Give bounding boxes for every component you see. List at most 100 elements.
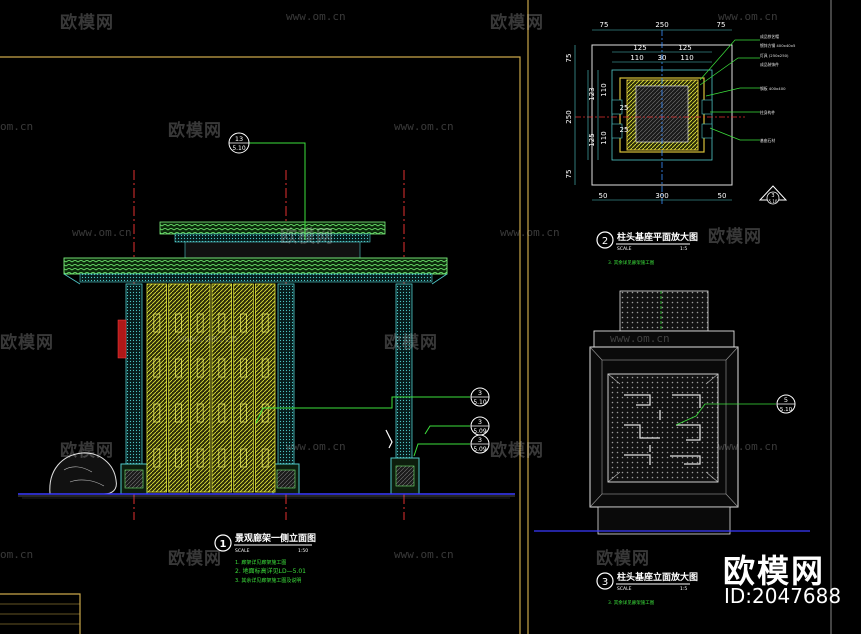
watermark-brand: 欧模网	[384, 333, 438, 353]
watermark-brand: 欧模网	[60, 13, 114, 33]
dim-side-c-2: 125	[588, 133, 596, 146]
plan-label-1: 成品铁艺帽	[760, 34, 779, 39]
screen-panel-motif	[153, 313, 161, 333]
elevation-number: 1	[220, 539, 227, 550]
watermark-brand: 欧模网	[490, 13, 544, 33]
screen-panel-motif	[261, 313, 269, 333]
dim-bottom-1: 50	[599, 192, 608, 200]
dim-side-c-1: 110	[600, 131, 608, 144]
dim-left-1: 75	[565, 54, 573, 63]
callout-top-num: 13	[235, 135, 243, 143]
screen-panel-motif	[153, 358, 161, 378]
dim-side-a-2: 110	[600, 83, 608, 96]
screen-panel-motif	[196, 403, 204, 423]
screen-panel-motif	[218, 358, 226, 378]
elevation-drawing	[18, 170, 515, 520]
elevation-note-2: 2. 地面标高详见LD—5.01	[235, 567, 306, 575]
callout-low-sheet: 5.09	[473, 446, 487, 453]
elevation-scale-value: 1:50	[298, 548, 308, 554]
watermark-url: om.cn	[0, 120, 34, 133]
brand-name: 欧模网	[723, 552, 826, 590]
dim-left-3: 75	[565, 170, 573, 179]
watermark-brand: 欧模网	[596, 549, 650, 569]
callout-elevation-low: 3 5.09	[470, 434, 490, 454]
screen-panel	[233, 283, 254, 493]
dim-inner1-2: 125	[678, 44, 691, 52]
elev-detail-note: 3. 其余详见廊架施工图	[608, 599, 655, 606]
dim-top-3: 75	[717, 21, 726, 29]
watermark-brand: 欧模网	[60, 441, 114, 461]
dim-side-a-1: 123	[588, 87, 596, 100]
elevation-note-3: 3. 其余详见廊架施工图及说明	[235, 577, 301, 584]
elevation-leaders	[249, 142, 470, 457]
watermark-url: www.om.cn	[286, 440, 346, 453]
callout-top-sheet: 5.10	[232, 145, 246, 152]
plan-label-4: 成品装饰件	[760, 62, 779, 67]
plan-scale-value: 1:5	[680, 246, 687, 252]
screen-panel-motif	[153, 448, 161, 468]
plan-dimensions: 75 250 75 125 125 110 30 110 50 300 50 7…	[565, 21, 726, 200]
brand-id: ID:2047688	[724, 584, 842, 608]
callout-mid-sheet: 5.10	[473, 399, 487, 406]
watermark-url: www.om.cn	[394, 548, 454, 561]
section-mark-sheet: 5.10	[769, 199, 778, 204]
screen-panel-motif	[261, 358, 269, 378]
callout-mid2-sheet: 5.09	[473, 428, 487, 435]
screen-panel	[254, 283, 276, 493]
watermark-brand: 欧模网	[490, 441, 544, 461]
screen-panel	[168, 283, 189, 493]
dim-inner1-1: 125	[633, 44, 646, 52]
elev-detail-drawing	[534, 290, 810, 535]
callout-elevation-mid: 3 5.10	[470, 387, 490, 407]
dim-side-b-2: 25	[620, 126, 629, 134]
watermark-brand: 欧模网	[0, 333, 54, 353]
screen-panel-motif	[261, 403, 269, 423]
screen-panel-motif	[240, 358, 247, 378]
plan-labels: 成品铁艺帽 镀锌方钢 400x40x5 灯具 (250x250) 成品装饰件 钢…	[760, 34, 796, 143]
elevation-note-1: 1. 廊架详见廊架施工图	[235, 559, 286, 566]
screen-panel-motif	[196, 313, 204, 333]
watermark-url: om.cn	[0, 548, 34, 561]
screen-panel-motif	[240, 403, 247, 423]
dim-left-2: 250	[565, 110, 573, 123]
dim-inner2-3: 110	[680, 54, 693, 62]
dim-top-1: 75	[600, 21, 609, 29]
callout-mid2-num: 3	[478, 418, 482, 426]
elev-detail-scale-value: 1:5	[680, 586, 687, 592]
dim-top-2: 250	[655, 21, 668, 29]
screen-panel-motif	[175, 313, 182, 333]
screen-panel-motif	[218, 448, 226, 468]
watermark-brand: 欧模网	[280, 227, 334, 247]
plan-note: 3. 其余详见廊架施工图	[608, 259, 655, 266]
watermark-url: www.om.cn	[72, 226, 132, 239]
screen-panel-motif	[175, 448, 182, 468]
screen-panel-motif	[196, 358, 204, 378]
screen-panel-motif	[218, 403, 226, 423]
dim-inner2-2: 30	[658, 54, 667, 62]
dim-inner2-1: 110	[630, 54, 643, 62]
watermark-brand: 欧模网	[708, 227, 762, 247]
elev-callout-num: 5	[784, 396, 788, 404]
watermark-url: www.om.cn	[178, 332, 238, 345]
plan-scale: SCALE	[617, 246, 632, 252]
plan-label-3: 灯具 (250x250)	[760, 53, 789, 58]
section-mark-num: 3	[771, 193, 774, 199]
sheet-borders	[0, 0, 529, 634]
screen-panel	[146, 283, 168, 493]
dim-bottom-2: 300	[655, 192, 668, 200]
watermark-brand: 欧模网	[168, 549, 222, 569]
elevation-title: 景观廊架一侧立面图	[235, 532, 316, 544]
watermark-url: www.om.cn	[286, 10, 346, 23]
callout-elevation-mid2: 3 5.09	[470, 416, 490, 436]
screen-panel-motif	[175, 403, 182, 423]
plan-detail-drawing	[574, 29, 745, 205]
screen-panel-motif	[175, 358, 182, 378]
watermark-url: www.om.cn	[718, 10, 778, 23]
elev-detail-title-block: 3 柱头基座立面放大图 SCALE 1:5 3. 其余详见廊架施工图	[596, 571, 698, 606]
elev-detail-number: 3	[602, 577, 608, 588]
callout-low-num: 3	[478, 436, 482, 444]
plan-leaders	[699, 39, 760, 141]
elev-detail-title: 柱头基座立面放大图	[617, 571, 698, 583]
plan-label-2: 镀锌方钢 400x40x5	[760, 43, 796, 48]
callout-mid-num: 3	[478, 389, 482, 397]
